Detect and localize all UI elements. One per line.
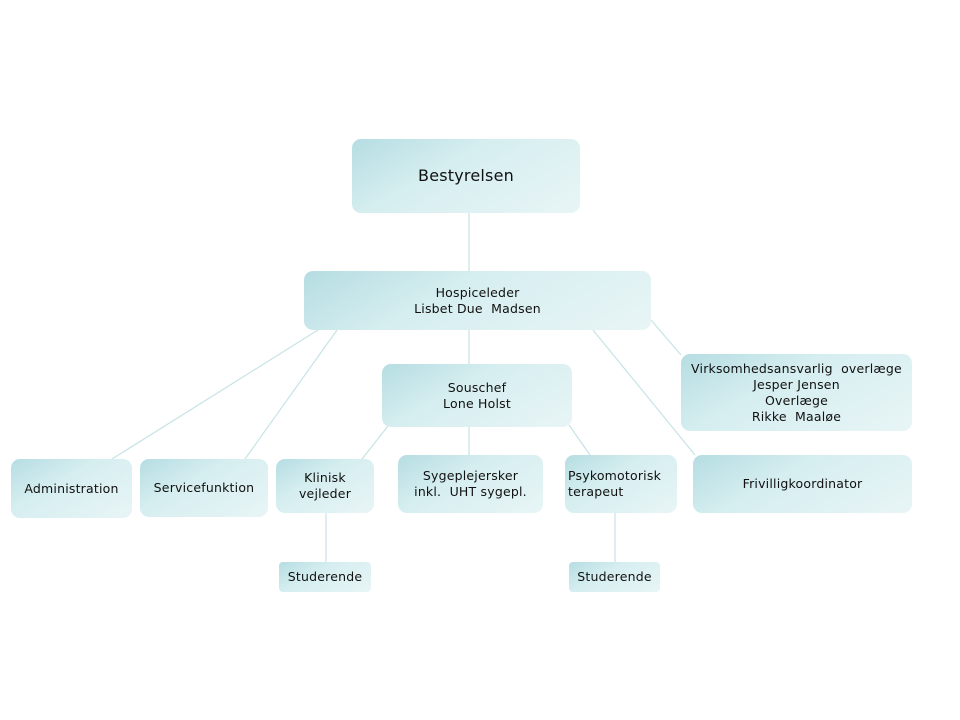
org-box-text-line: Souschef [447,379,507,395]
org-box-text-line: Hospiceleder [435,284,520,300]
org-box-students-psychomotor: Studerende [569,562,660,592]
org-box-text-line: Virksomhedsansvarlig overlæge [691,360,902,376]
org-box-text-line: Lisbet Due Madsen [414,300,541,316]
org-box-text-line: Overlæge [764,392,829,408]
org-box-text-line: Studerende [577,569,652,584]
org-box-text-line: vejleder [298,486,352,501]
org-box-text-line: Rikke Maaløe [751,408,842,424]
connector-leader-doctors [650,319,682,356]
org-box-text-line: Sygeplejersker [422,468,519,483]
connector-leader-service [244,329,338,460]
connector-deputy-clinical [361,425,389,460]
org-box-administration: Administration [11,459,132,518]
org-box-text-line: Servicefunktion [153,480,255,495]
org-box-text-line: terapeut [568,484,624,499]
org-box-text-line: Bestyrelsen [418,166,514,185]
org-box-text-line: Psykomotorisk [568,468,662,483]
org-box-board: Bestyrelsen [352,139,580,213]
connector-deputy-psychomotor [568,424,591,456]
org-box-text-line: Klinisk [304,470,346,485]
connector-leader-administration [111,329,319,460]
org-box-students-clinical: Studerende [279,562,371,592]
org-box-service-function: Servicefunktion [140,459,268,517]
org-box-text-line: Studerende [287,569,363,584]
org-box-text-line: Administration [24,480,119,496]
connector-leader-volunteer [592,329,696,456]
org-box-text-line: Frivilligkoordinator [742,476,863,491]
org-box-text-line: Lone Holst [443,395,511,411]
org-box-text-line: Jesper Jensen [753,376,840,392]
org-box-text-line: inkl. UHT sygepl. [414,484,527,499]
org-box-volunteer-coordinator: Frivilligkoordinator [693,455,912,513]
